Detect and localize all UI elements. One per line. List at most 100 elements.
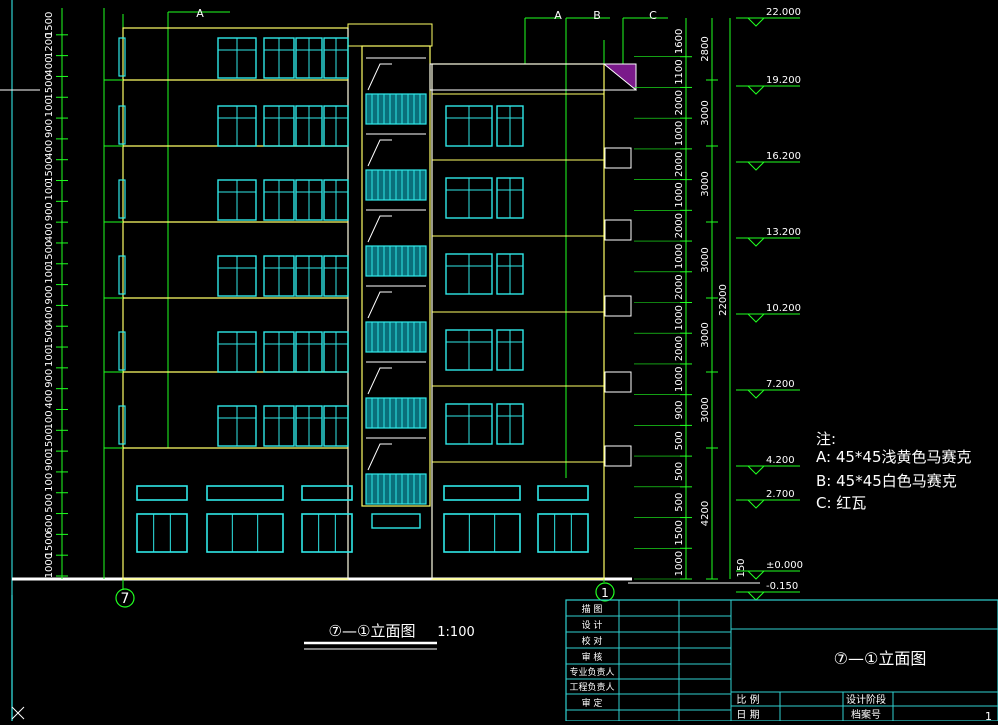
elevation-label: 7.200 (766, 379, 795, 390)
side-window (118, 331, 126, 371)
stair-window (365, 361, 427, 429)
side-window (118, 105, 126, 145)
floor-slab (104, 297, 604, 313)
window (295, 179, 323, 221)
window (217, 179, 257, 221)
window (323, 405, 349, 447)
elevation-label: 22.000 (766, 7, 801, 18)
left-dim-text: 1500 (44, 12, 55, 37)
left-dim-text: 400 (44, 223, 55, 242)
side-balcony (604, 445, 632, 467)
window (295, 105, 323, 147)
window (445, 329, 493, 371)
elevation-label: ±0.000 (766, 560, 803, 571)
shop-window (206, 485, 284, 553)
left-dimension-chain: 1000150060050010090015001004009001001500… (0, 8, 105, 579)
axis-ref-b: B (593, 9, 601, 22)
right-dim-text: 1000 (674, 182, 685, 207)
elevation-marker: 19.200 (736, 75, 801, 95)
floor-slab (104, 79, 604, 95)
right-dim-text: 2000 (674, 90, 685, 115)
window (263, 405, 295, 447)
date-label: 日 期 (736, 709, 759, 721)
elevation-label: 13.200 (766, 227, 801, 238)
elevation-markers: 22.00019.20016.20013.20010.2007.2004.200… (736, 7, 803, 601)
sheet-number: 1 (985, 710, 992, 721)
floor-dim-text: 3000 (700, 100, 711, 125)
elevation-marker: 7.200 (736, 379, 800, 399)
side-balcony (604, 147, 632, 169)
stair-window (365, 285, 427, 353)
right-dim-text: 2000 (674, 152, 685, 177)
left-dim-text: 500 (44, 494, 55, 513)
window (217, 405, 257, 447)
note-a: A: 45*45浅黄色马赛克 (816, 448, 972, 466)
window-layer (104, 37, 632, 553)
left-dim-text: 100 (44, 473, 55, 492)
window (263, 37, 295, 79)
title-block-role: 审 核 (582, 651, 603, 663)
right-dim-text: 900 (674, 400, 685, 419)
right-dimension-chain: 1000150050050050090010002000100020001000… (634, 18, 747, 580)
right-dim-text: 1000 (674, 367, 685, 392)
window (323, 331, 349, 373)
door-transom (371, 513, 421, 529)
window (295, 405, 323, 447)
elevation-label: -0.150 (766, 581, 798, 592)
axis-ref-a2: A (554, 9, 562, 22)
left-dim-text: 400 (44, 56, 55, 75)
elevation-label: 16.200 (766, 151, 801, 162)
shop-window (301, 485, 353, 553)
side-window (118, 179, 126, 219)
stair-tower (365, 57, 427, 505)
close-icon[interactable] (11, 706, 25, 720)
side-balcony (604, 295, 632, 317)
right-dim-text: 500 (674, 493, 685, 512)
window (263, 255, 295, 297)
window (217, 37, 257, 79)
side-window (118, 255, 126, 295)
floor-slab (104, 145, 604, 161)
window (323, 37, 349, 79)
right-dim-text: 1500 (674, 520, 685, 545)
material-notes: 注: A: 45*45浅黄色马赛克 B: 45*45白色马赛克 C: 红瓦 (816, 430, 972, 512)
window (323, 105, 349, 147)
elevation-marker: 2.700 (736, 489, 800, 509)
elevation-label: 2.700 (766, 489, 795, 500)
window (295, 255, 323, 297)
window (295, 331, 323, 373)
notes-heading: 注: (816, 430, 836, 448)
side-balcony (604, 219, 632, 241)
building-elevation (122, 23, 637, 580)
floor-slab (104, 221, 604, 237)
scale-label: 比 例 (736, 693, 759, 706)
elevation-marker: 13.200 (736, 227, 801, 247)
window (323, 179, 349, 221)
archive-label: 档案号 (851, 708, 881, 721)
left-dim-text: 900 (44, 369, 55, 388)
side-window (118, 405, 126, 445)
right-dim-text: 1600 (674, 29, 685, 54)
grid-bubbles: 7 1 A A B C (115, 7, 657, 608)
left-dim-text: 100 (44, 265, 55, 284)
window (323, 255, 349, 297)
window (496, 253, 524, 295)
note-c: C: 红瓦 (816, 494, 866, 512)
shop-window (136, 485, 188, 553)
left-dim-text: 600 (44, 514, 55, 533)
extra-dim-text: 150 (736, 558, 747, 577)
title-block: ⑦—①立面图 比 例 日 期 设计阶段 档案号 1 描 图设 计校 对审 核专业… (565, 599, 998, 723)
window (496, 329, 524, 371)
left-dim-text: 900 (44, 452, 55, 471)
floor-dim-text: 3000 (700, 171, 711, 196)
title-block-role: 专业负责人 (569, 666, 614, 678)
left-dim-text: 100 (44, 410, 55, 429)
elevation-label: 10.200 (766, 303, 801, 314)
title-block-role: 设 计 (582, 619, 603, 631)
floor-slab (104, 371, 604, 387)
window (445, 403, 493, 445)
drawing-scale: 1:100 (437, 625, 474, 640)
title-block-role: 描 图 (582, 603, 603, 615)
left-axis-label: 7 (121, 591, 130, 607)
